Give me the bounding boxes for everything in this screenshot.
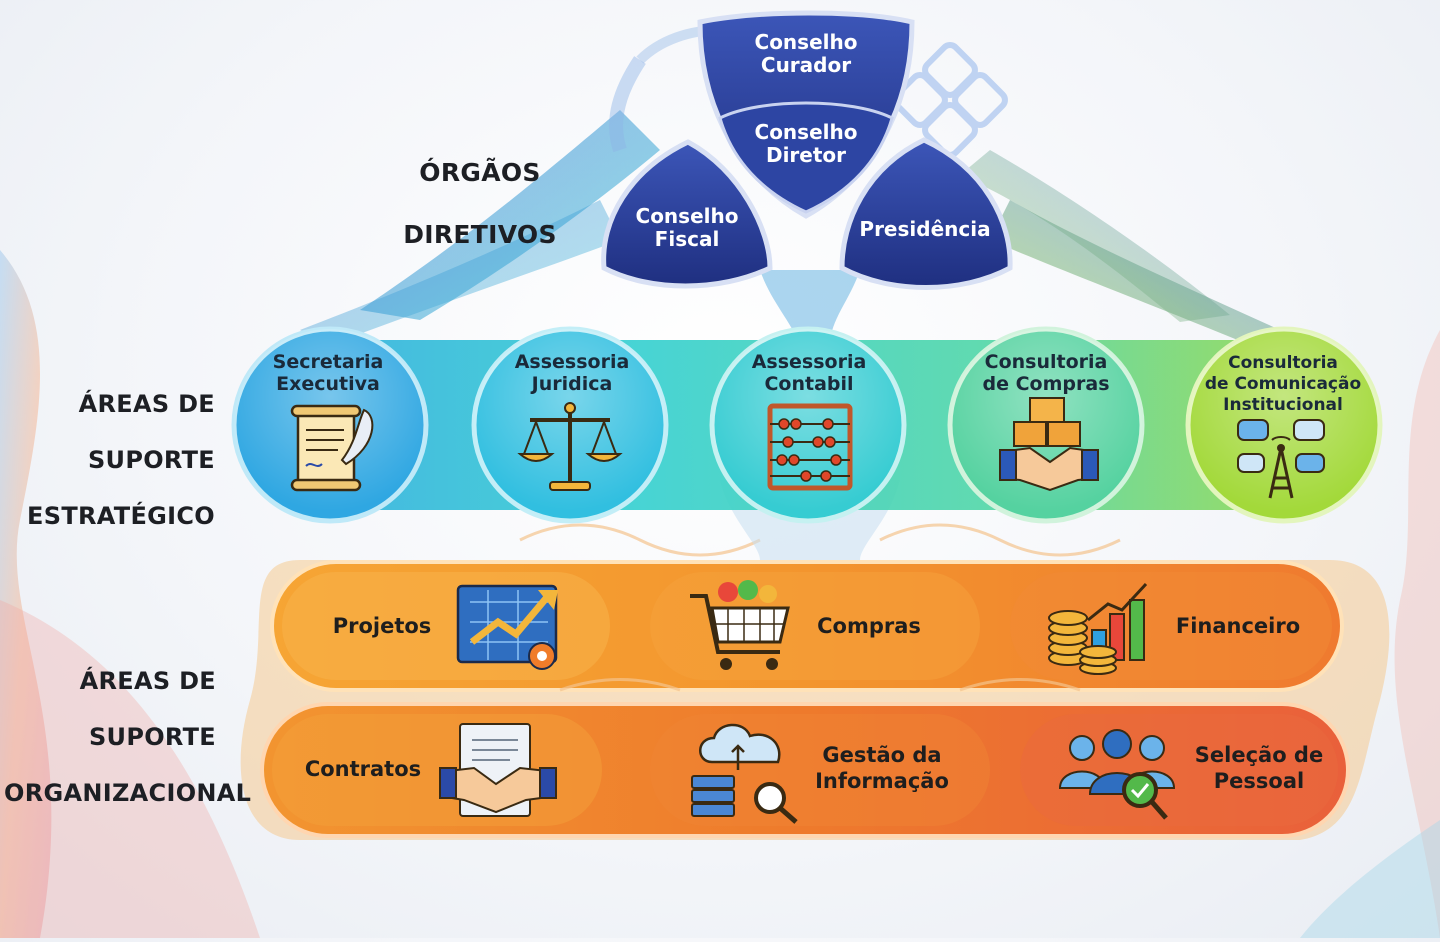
diretor-line2: Diretor: [766, 143, 846, 167]
shopping-cart-icon: [690, 580, 790, 670]
curador-line2: Curador: [761, 53, 851, 77]
est-4-line2: de Compras: [983, 373, 1110, 395]
estrategico-line3: ESTRATÉGICO: [27, 502, 215, 530]
estrategico-line2: SUPORTE: [87, 446, 215, 474]
lattice-connector: [519, 523, 1121, 692]
ribbon-left: [360, 110, 660, 320]
organizacional-line3: ORGANIZACIONAL: [4, 779, 252, 807]
org-5-line1: Gestão da: [822, 743, 941, 767]
contract-handshake-icon: [439, 723, 557, 817]
est-1-line2: Executiva: [276, 373, 380, 395]
side-swirl-right-2: [1300, 820, 1440, 938]
organizacional-line2: SUPORTE: [88, 723, 216, 751]
label-suporte-organizacional: ÁREAS DE SUPORTE ORGANIZACIONAL: [4, 639, 252, 835]
org-2-label: Compras: [817, 614, 921, 638]
shield-conselho-fiscal[interactable]: [601, 139, 773, 289]
shield-conselho-curador[interactable]: [697, 10, 915, 219]
orgaos-line1: ÓRGÃOS: [419, 158, 541, 187]
shield-presidencia[interactable]: [839, 137, 1013, 290]
antenna-chat-icon: [1237, 419, 1325, 499]
side-swirl-left-2: [0, 600, 260, 938]
presidencia-label: Presidência: [859, 217, 990, 241]
scales-icon: [517, 402, 623, 491]
org-3-label: Financeiro: [1176, 614, 1300, 638]
est-3-line1: Assessoria: [752, 351, 867, 373]
label-suporte-estrategico: ÁREAS DE SUPORTE ESTRATÉGICO: [10, 362, 215, 558]
coins-chart-icon: [1048, 582, 1148, 675]
org-4-label: Contratos: [305, 757, 421, 781]
org-row-2: [260, 702, 1350, 838]
side-swirl-left: [0, 250, 52, 938]
est-5-line3: Institucional: [1223, 395, 1343, 415]
ribbon-left-2: [300, 200, 620, 345]
abacus-icon: [767, 403, 853, 491]
curador-line1: Conselho: [755, 30, 858, 54]
est-3-line2: Contabil: [764, 373, 853, 395]
ribbon-center: [760, 270, 860, 345]
cloud-server-icon: [691, 723, 798, 824]
organizacional-line1: ÁREAS DE: [79, 667, 216, 695]
fiscal-line1: Conselho: [636, 204, 739, 228]
side-swirl-right: [1394, 330, 1440, 938]
org-1-label: Projetos: [333, 614, 432, 638]
knot-decoration: [892, 42, 1008, 158]
org-5-line2: Informação: [815, 769, 949, 793]
scroll-quill-icon: [290, 404, 374, 492]
est-2-line2: Juridica: [530, 373, 613, 395]
ribbon-right-2: [960, 150, 1230, 322]
handshake-boxes-icon: [999, 397, 1099, 492]
fiscal-line2: Fiscal: [655, 227, 720, 251]
estrategico-line1: ÁREAS DE: [78, 390, 215, 418]
people-search-icon: [1058, 729, 1176, 820]
blueprint-chart-icon: [456, 584, 558, 670]
diretor-line1: Conselho: [755, 120, 858, 144]
label-orgaos-diretivos: ÓRGÃOS DIRETIVOS: [390, 126, 570, 281]
org-6-line1: Seleção de: [1195, 743, 1323, 767]
est-1-line1: Secretaria: [273, 351, 384, 373]
est-5-line2: de Comunicação: [1205, 374, 1361, 394]
est-2-line1: Assessoria: [515, 351, 630, 373]
orgaos-line2: DIRETIVOS: [403, 220, 557, 249]
est-4-line1: Consultoria: [985, 351, 1108, 373]
est-5-line1: Consultoria: [1228, 353, 1338, 373]
org-6-line2: Pessoal: [1214, 769, 1304, 793]
